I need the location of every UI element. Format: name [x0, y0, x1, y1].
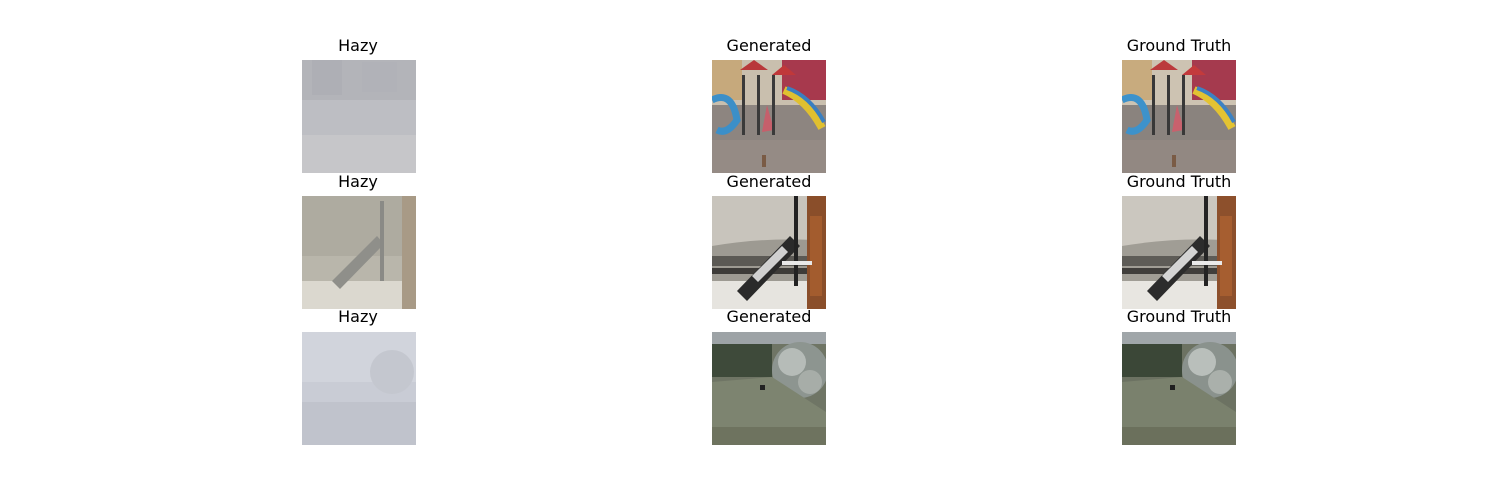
- title-generated-2: Generated: [726, 172, 812, 191]
- hazy-image-1: [302, 60, 416, 173]
- title-ground-truth-1: Ground Truth: [1126, 36, 1232, 55]
- title-hazy-1: Hazy: [338, 36, 378, 55]
- title-hazy-2: Hazy: [338, 172, 378, 191]
- ground-truth-image-2: [1122, 196, 1236, 309]
- ground-truth-image-1: [1122, 60, 1236, 173]
- generated-image-3: [712, 332, 826, 445]
- title-generated-3: Generated: [726, 307, 812, 326]
- generated-image-2: [712, 196, 826, 309]
- title-ground-truth-3: Ground Truth: [1126, 307, 1232, 326]
- generated-image-1: [712, 60, 826, 173]
- hazy-image-3: [302, 332, 416, 445]
- title-generated-1: Generated: [726, 36, 812, 55]
- ground-truth-image-3: [1122, 332, 1236, 445]
- hazy-image-2: [302, 196, 416, 309]
- title-hazy-3: Hazy: [338, 307, 378, 326]
- title-ground-truth-2: Ground Truth: [1126, 172, 1232, 191]
